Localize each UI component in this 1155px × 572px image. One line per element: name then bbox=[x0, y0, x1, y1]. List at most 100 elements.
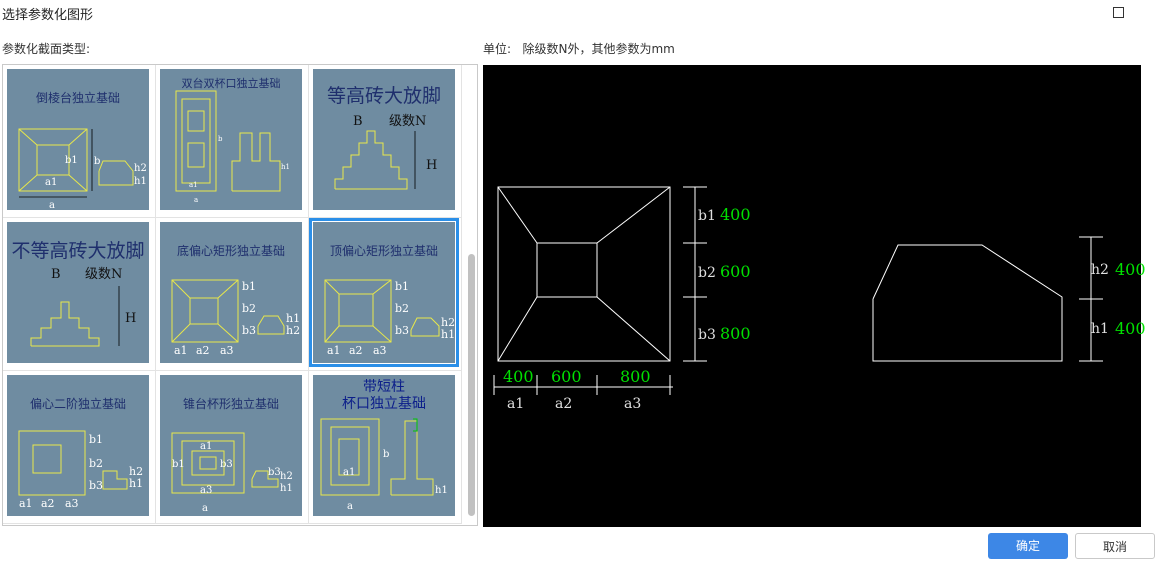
label-a1: a1 bbox=[200, 441, 212, 452]
shape-drawing: a b a1 h1 bbox=[320, 418, 448, 512]
label-b3: b3 bbox=[242, 324, 256, 337]
label-b: b bbox=[94, 156, 100, 167]
shape-item-double-cup[interactable]: 双台双杯口独立基础 a a1 b h1 bbox=[156, 65, 309, 218]
dim-value-h1: 400 bbox=[1115, 319, 1146, 338]
label-h1: h1 bbox=[435, 485, 448, 496]
label-N: 级数N bbox=[389, 114, 426, 129]
label-b3: b3 bbox=[220, 459, 233, 470]
list-scrollbar[interactable] bbox=[466, 69, 476, 521]
maximize-button[interactable] bbox=[1113, 7, 1124, 18]
label-h1: h1 bbox=[286, 312, 300, 325]
label-h2: h2 bbox=[286, 324, 300, 337]
shape-title: 双台双杯口独立基础 bbox=[181, 77, 281, 90]
shape-title: 锥台杯形独立基础 bbox=[182, 397, 279, 411]
dialog-title: 选择参数化图形 bbox=[2, 8, 94, 23]
dim-label-b3: b3 bbox=[698, 327, 716, 343]
label-H: H bbox=[125, 311, 136, 326]
shape-item-short-column-cup[interactable]: 带短柱 杯口独立基础 a b a1 h1 bbox=[309, 371, 462, 524]
shape-title-line1: 带短柱 bbox=[363, 379, 405, 395]
ok-button[interactable]: 确定 bbox=[988, 533, 1068, 559]
shape-drawing: a1 a2 a3 b1 b2 b3 h1 h2 bbox=[171, 279, 300, 357]
shape-item-top-eccentric[interactable]: 顶偏心矩形独立基础 a1 a2 a3 b1 b2 b3 bbox=[309, 218, 462, 371]
label-a1: a1 bbox=[189, 181, 198, 189]
shape-preview-canvas: b1 400 b2 600 b3 800 400 600 800 a1 a2 a… bbox=[483, 65, 1146, 527]
shape-title: 偏心二阶独立基础 bbox=[29, 397, 126, 411]
label-a2: a2 bbox=[196, 344, 210, 357]
label-b1: b1 bbox=[395, 280, 409, 293]
shape-title-line2: 杯口独立基础 bbox=[342, 396, 426, 412]
dim-label-a2: a2 bbox=[555, 396, 572, 412]
label-B: B bbox=[353, 114, 363, 129]
label-b: b bbox=[218, 135, 223, 143]
dim-label-b1: b1 bbox=[698, 208, 716, 224]
cancel-button[interactable]: 取消 bbox=[1075, 533, 1155, 559]
label-a1: a1 bbox=[343, 467, 355, 478]
dim-value-a3: 800 bbox=[620, 367, 651, 386]
label-a3: a3 bbox=[220, 344, 234, 357]
label-a1: a1 bbox=[19, 497, 33, 510]
label-b2: b2 bbox=[89, 457, 103, 470]
shape-thumbnail: 等高砖大放脚 B 级数N H bbox=[313, 69, 455, 210]
label-a: a bbox=[49, 200, 55, 211]
shape-thumbnail: 带短柱 杯口独立基础 a b a1 h1 bbox=[313, 375, 455, 516]
label-a1: a1 bbox=[45, 177, 57, 188]
preview-drawing: b1 400 b2 600 b3 800 400 600 800 a1 a2 a… bbox=[493, 186, 1146, 412]
label-a: a bbox=[347, 501, 353, 512]
label-N: 级数N bbox=[85, 267, 122, 282]
label-b1: b1 bbox=[65, 155, 78, 166]
dim-label-h1: h1 bbox=[1091, 321, 1109, 337]
shape-title: 等高砖大放脚 bbox=[326, 85, 441, 107]
section-type-label: 参数化截面类型: bbox=[2, 42, 91, 56]
label-b3-side: b3 bbox=[268, 467, 281, 478]
label-h2: h2 bbox=[280, 471, 293, 482]
dim-label-a3: a3 bbox=[624, 396, 641, 412]
label-h2: h2 bbox=[441, 316, 455, 329]
shape-thumbnail: 双台双杯口独立基础 a a1 b h1 bbox=[160, 69, 302, 210]
dim-label-h2: h2 bbox=[1091, 262, 1109, 278]
label-b: b bbox=[383, 449, 389, 460]
scrollbar-thumb[interactable] bbox=[468, 254, 475, 516]
label-h1: h1 bbox=[441, 328, 455, 341]
label-h1: h1 bbox=[134, 176, 147, 187]
shape-drawing: a1 a2 a3 b1 b2 b3 h2 h1 bbox=[18, 430, 143, 510]
label-a: a bbox=[202, 503, 208, 514]
shape-item-bottom-eccentric[interactable]: 底偏心矩形独立基础 a1 a2 a3 b1 b2 b3 bbox=[156, 218, 309, 371]
shape-title: 底偏心矩形独立基础 bbox=[176, 244, 285, 258]
label-b1: b1 bbox=[242, 280, 256, 293]
shape-item-cone-cup[interactable]: 锥台杯形独立基础 a a1 a3 b1 b3 b3 h2 bbox=[156, 371, 309, 524]
shape-list[interactable]: 倒棱台独立基础 a a1 b1 b h2 h1 bbox=[2, 64, 478, 526]
label-a3: a3 bbox=[65, 497, 79, 510]
shape-drawing: a a1 a3 b1 b3 b3 h2 h1 bbox=[171, 432, 293, 514]
label-H: H bbox=[426, 158, 437, 173]
shape-item-equal-brick[interactable]: 等高砖大放脚 B 级数N H bbox=[309, 65, 462, 218]
shape-item-unequal-brick[interactable]: 不等高砖大放脚 B 级数N H bbox=[3, 218, 156, 371]
shape-thumbnail: 锥台杯形独立基础 a a1 a3 b1 b3 b3 h2 bbox=[160, 375, 302, 516]
shape-drawing: B 级数N H bbox=[334, 114, 437, 190]
label-b2: b2 bbox=[395, 302, 409, 315]
shape-thumbnail: 顶偏心矩形独立基础 a1 a2 a3 b1 b2 b3 bbox=[309, 218, 459, 367]
label-h2: h2 bbox=[129, 465, 143, 478]
units-label: 单位: 除级数N外，其他参数为mm bbox=[483, 40, 675, 57]
shape-drawing: a a1 b1 b h2 h1 bbox=[18, 128, 147, 211]
shape-drawing: a a1 b h1 bbox=[175, 90, 290, 204]
dim-value-a1: 400 bbox=[503, 367, 534, 386]
label-a1: a1 bbox=[327, 344, 341, 357]
shape-item-inverted-frustum[interactable]: 倒棱台独立基础 a a1 b1 b h2 h1 bbox=[3, 65, 156, 218]
label-b1: b1 bbox=[89, 433, 103, 446]
shape-thumbnail: 倒棱台独立基础 a a1 b1 b h2 h1 bbox=[7, 69, 149, 211]
dim-value-a2: 600 bbox=[551, 367, 582, 386]
label-h2: h2 bbox=[134, 163, 147, 174]
dim-label-a1: a1 bbox=[507, 396, 524, 412]
label-a: a bbox=[194, 196, 198, 204]
shape-thumbnail: 底偏心矩形独立基础 a1 a2 a3 b1 b2 b3 bbox=[160, 222, 302, 363]
shape-grid: 倒棱台独立基础 a a1 b1 b h2 h1 bbox=[3, 65, 463, 525]
units-caption: 单位: bbox=[483, 42, 512, 56]
label-b1: b1 bbox=[172, 459, 185, 470]
shape-drawing: a1 a2 a3 b1 b2 b3 h2 h1 bbox=[324, 279, 455, 357]
dim-value-h2: 400 bbox=[1115, 260, 1146, 279]
shape-title: 倒棱台独立基础 bbox=[35, 91, 120, 105]
label-h1: h1 bbox=[129, 477, 143, 490]
label-a2: a2 bbox=[41, 497, 55, 510]
label-B: B bbox=[51, 267, 61, 282]
shape-item-eccentric-two-step[interactable]: 偏心二阶独立基础 a1 a2 a3 b1 b2 b3 h2 h1 bbox=[3, 371, 156, 524]
